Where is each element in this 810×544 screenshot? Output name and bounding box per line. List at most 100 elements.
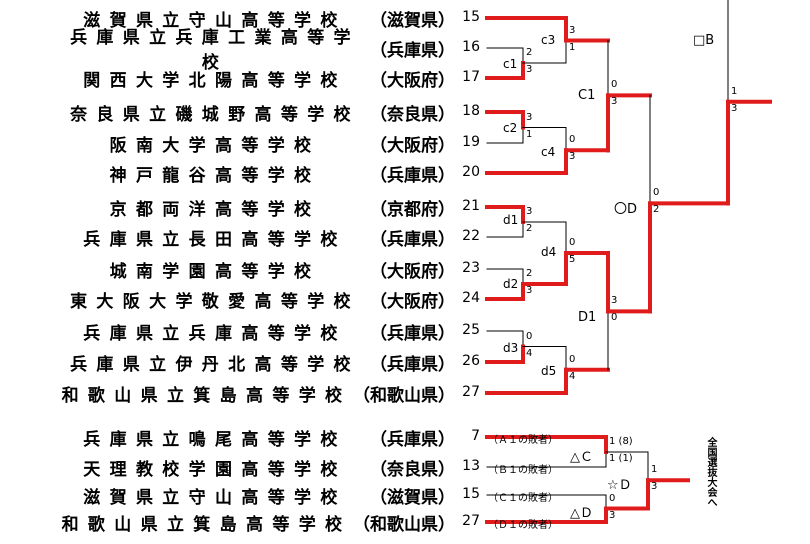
score-bottom: 2 bbox=[526, 223, 533, 234]
score-top: 1 (8) bbox=[609, 436, 633, 447]
team-number: 15 bbox=[462, 486, 480, 502]
score-bottom: 3 bbox=[526, 285, 533, 296]
team-number: 7 bbox=[471, 428, 480, 444]
prefecture: （兵庫県） bbox=[370, 429, 455, 450]
team-number: 18 bbox=[462, 103, 480, 119]
loser-note: （Ｃ１の敗者） bbox=[488, 493, 558, 504]
school-name: 阪南大学高等学校 bbox=[109, 135, 321, 156]
team-number: 26 bbox=[462, 353, 480, 369]
score-top: 0 bbox=[569, 353, 576, 365]
prefecture: （大阪府） bbox=[370, 291, 455, 312]
team-number: 21 bbox=[462, 198, 480, 214]
score-top: 0 bbox=[569, 237, 576, 248]
match-label: C1 bbox=[578, 88, 596, 103]
prefecture: （兵庫県） bbox=[370, 165, 455, 186]
score-top: 3 bbox=[526, 206, 533, 217]
prefecture: （大阪府） bbox=[370, 261, 455, 282]
prefecture: （大阪府） bbox=[370, 135, 455, 156]
team-row: 奈良県立磯城野高等学校（奈良県） bbox=[60, 99, 455, 125]
team-row: 滋賀県立守山高等学校（滋賀県） bbox=[60, 5, 455, 31]
team-row: 兵庫県立兵庫工業高等学校 （兵庫県） bbox=[60, 28, 455, 73]
score-bottom: 3 bbox=[526, 64, 533, 75]
team-row: 阪南大学高等学校 （大阪府） bbox=[60, 130, 455, 156]
score-bottom: 1 (1) bbox=[609, 453, 633, 464]
school-name: 滋賀県立守山高等学校 bbox=[83, 10, 347, 31]
match-label: ☆Ｄ bbox=[607, 478, 632, 493]
match-label: c2 bbox=[503, 121, 518, 135]
score-bottom: 4 bbox=[569, 370, 576, 382]
school-name: 滋賀県立守山高等学校 bbox=[83, 487, 347, 508]
prefecture: （奈良県） bbox=[370, 459, 455, 480]
team-number: 27 bbox=[462, 513, 480, 529]
match-label: □B bbox=[693, 33, 715, 48]
score-bottom: 3 bbox=[611, 96, 618, 108]
team-number: 22 bbox=[462, 228, 480, 244]
score-top: 0 bbox=[526, 330, 533, 342]
match-label: △Ｄ bbox=[570, 506, 593, 521]
match-label: c3 bbox=[541, 33, 556, 47]
team-number: 27 bbox=[462, 384, 480, 400]
score-bottom: 0 bbox=[611, 312, 618, 324]
score-top: 0 bbox=[569, 134, 576, 146]
prefecture: （和歌山県） bbox=[353, 385, 455, 406]
team-row: 神戸龍谷高等学校 （兵庫県） bbox=[60, 160, 455, 186]
team-row: 兵庫県立鳴尾高等学校 （兵庫県） bbox=[60, 424, 455, 450]
score-top: 0 bbox=[653, 187, 660, 199]
score-top: 1 bbox=[651, 464, 658, 476]
score-bottom: 5 bbox=[569, 254, 576, 265]
score-top: 0 bbox=[611, 79, 618, 91]
team-number: 15 bbox=[462, 9, 480, 25]
score-bottom: 3 bbox=[731, 102, 738, 114]
team-number: 20 bbox=[462, 164, 480, 180]
score-top: 3 bbox=[611, 295, 618, 307]
match-label: c1 bbox=[503, 57, 518, 71]
school-name: 神戸龍谷高等学校 bbox=[109, 165, 321, 186]
prefecture: （京都府） bbox=[370, 199, 455, 220]
prefecture: （兵庫県） bbox=[370, 229, 455, 250]
prefecture: （奈良県） bbox=[370, 104, 455, 125]
match-label: d4 bbox=[541, 245, 557, 259]
school-name: 兵庫県立鳴尾高等学校 bbox=[83, 429, 347, 450]
prefecture: （兵庫県） bbox=[370, 40, 455, 61]
team-row: 和歌山県立箕島高等学校（和歌山県） bbox=[60, 380, 455, 406]
school-name: 東大阪大学敬愛高等学校 bbox=[70, 291, 360, 312]
prefecture: （滋賀県） bbox=[370, 487, 455, 508]
team-row: 関西大学北陽高等学校（大阪府） bbox=[60, 65, 455, 91]
score-bottom: 1 bbox=[569, 41, 576, 53]
team-number: 16 bbox=[462, 39, 480, 55]
match-label: d1 bbox=[503, 213, 519, 227]
school-name: 兵庫県立伊丹北高等学校 bbox=[70, 354, 360, 375]
final-note: 全国選抜大会へ bbox=[705, 437, 716, 507]
team-number: 13 bbox=[462, 458, 480, 474]
score-bottom: 3 bbox=[609, 509, 616, 521]
school-name: 兵庫県立兵庫工業高等学校 bbox=[70, 28, 360, 73]
loser-note: （Ｂ１の敗者） bbox=[488, 465, 558, 476]
school-name: 和歌山県立箕島高等学校 bbox=[61, 514, 352, 535]
match-label: d5 bbox=[541, 364, 557, 378]
score-bottom: 3 bbox=[569, 151, 576, 163]
team-row: 兵庫県立伊丹北高等学校（兵庫県） bbox=[60, 349, 455, 375]
match-label: D1 bbox=[578, 310, 597, 325]
loser-note: （Ｄ１の敗者） bbox=[488, 520, 558, 531]
team-row: 兵庫県立長田高等学校（兵庫県） bbox=[60, 224, 455, 250]
school-name: 天理教校学園高等学校 bbox=[83, 459, 347, 480]
match-label: d2 bbox=[503, 277, 519, 291]
score-top: 1 bbox=[731, 85, 738, 97]
team-number: 17 bbox=[462, 69, 480, 85]
score-bottom: 2 bbox=[653, 204, 660, 216]
match-label: 〇D bbox=[614, 202, 638, 217]
team-row: 滋賀県立守山高等学校 （滋賀県） bbox=[60, 482, 455, 508]
score-bottom: 1 bbox=[526, 128, 533, 140]
team-row: 京都両洋高等学校（京都府） bbox=[60, 194, 455, 220]
match-label: d3 bbox=[503, 341, 519, 355]
team-row: 兵庫県立兵庫高等学校（兵庫県） bbox=[60, 318, 455, 344]
prefecture: （大阪府） bbox=[370, 70, 455, 91]
score-top: 2 bbox=[526, 268, 533, 279]
match-label: c4 bbox=[541, 145, 556, 159]
team-row: 東大阪大学敬愛高等学校 （大阪府） bbox=[60, 286, 455, 312]
prefecture: （兵庫県） bbox=[370, 323, 455, 344]
school-name: 和歌山県立箕島高等学校 bbox=[61, 385, 352, 406]
team-number: 25 bbox=[462, 322, 480, 338]
prefecture: （和歌山県） bbox=[353, 514, 455, 535]
